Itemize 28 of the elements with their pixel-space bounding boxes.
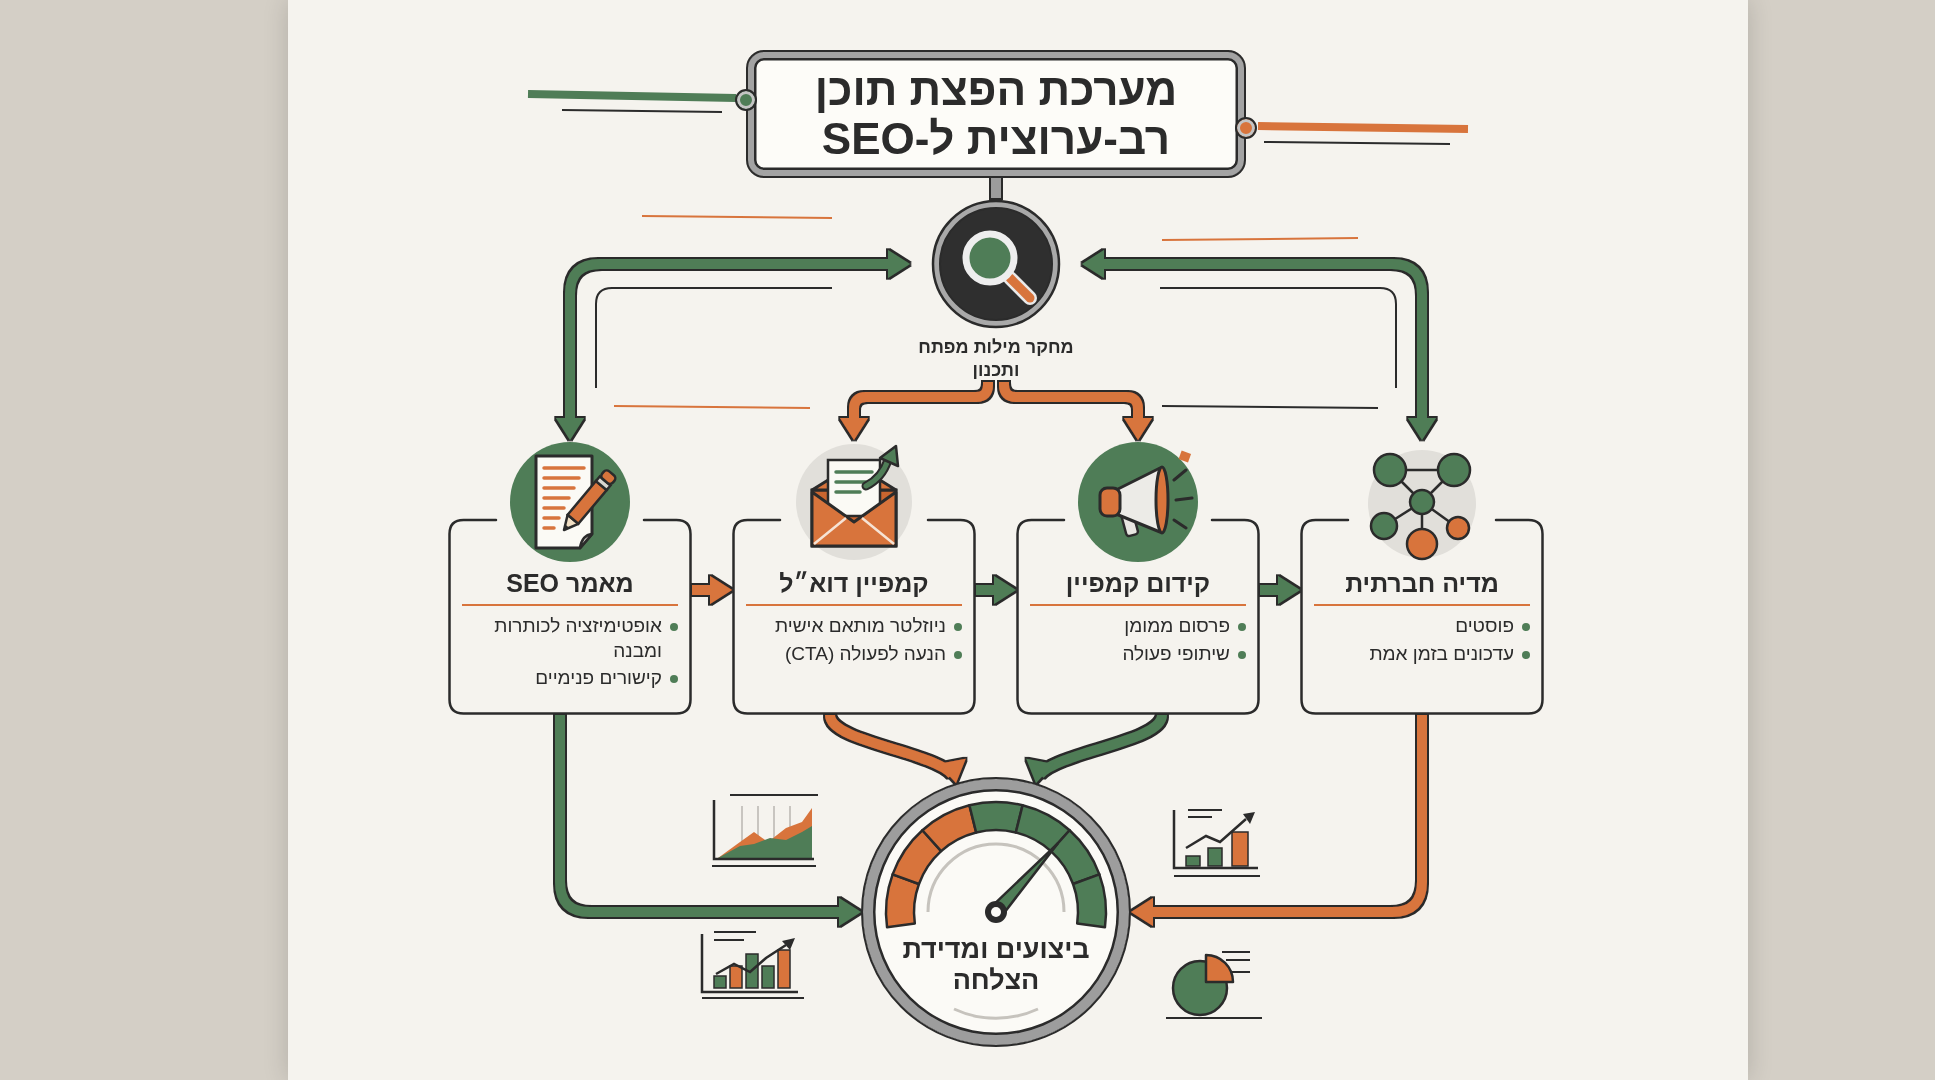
flow-arrow (976, 576, 1016, 604)
flow-arrow (1131, 715, 1427, 926)
bullet-text: עדכונים בזמן אמת (1369, 641, 1514, 666)
connector-line (991, 178, 1001, 198)
step-label: מחקר מילות מפתח ותכנון (917, 336, 1075, 381)
dial-label: ביצועים ומדידת הצלחה (901, 934, 1091, 997)
card-heading: קידום קמפיין (1030, 568, 1246, 606)
title-banner (746, 50, 1246, 178)
bullet-text: אופטימיזציה לכותרות ומבנה (493, 614, 662, 663)
bullet-text: פוסטים (1455, 614, 1514, 638)
flow-arrow (999, 380, 1152, 440)
flow-arrow (555, 715, 861, 926)
card-heading: מדיה חברתית (1314, 568, 1530, 606)
flow-arrow (692, 576, 732, 604)
bullet-text: הנעה לפעולה (CTA) (785, 641, 946, 666)
card-heading: מאמר SEO (462, 568, 678, 606)
flow-arrow (840, 380, 993, 440)
flow-arrow (1260, 576, 1300, 604)
bullet-text: ניוזלטר מותאם אישית (775, 614, 946, 638)
flow-arrow (556, 250, 910, 440)
card-heading: קמפיין דוא״ל (746, 568, 962, 606)
bullet-text: פרסום ממומן (1124, 614, 1230, 638)
bullet-text: שיתופי פעולה (1122, 641, 1230, 666)
flow-arrow (1082, 250, 1436, 440)
process-card (1016, 440, 1260, 715)
bullet-text: קישורים פנימיים (535, 666, 662, 691)
process-card (448, 440, 692, 715)
title-text: מערכת הפצת תוכן רב-ערוצית ל-SEO (813, 64, 1179, 164)
